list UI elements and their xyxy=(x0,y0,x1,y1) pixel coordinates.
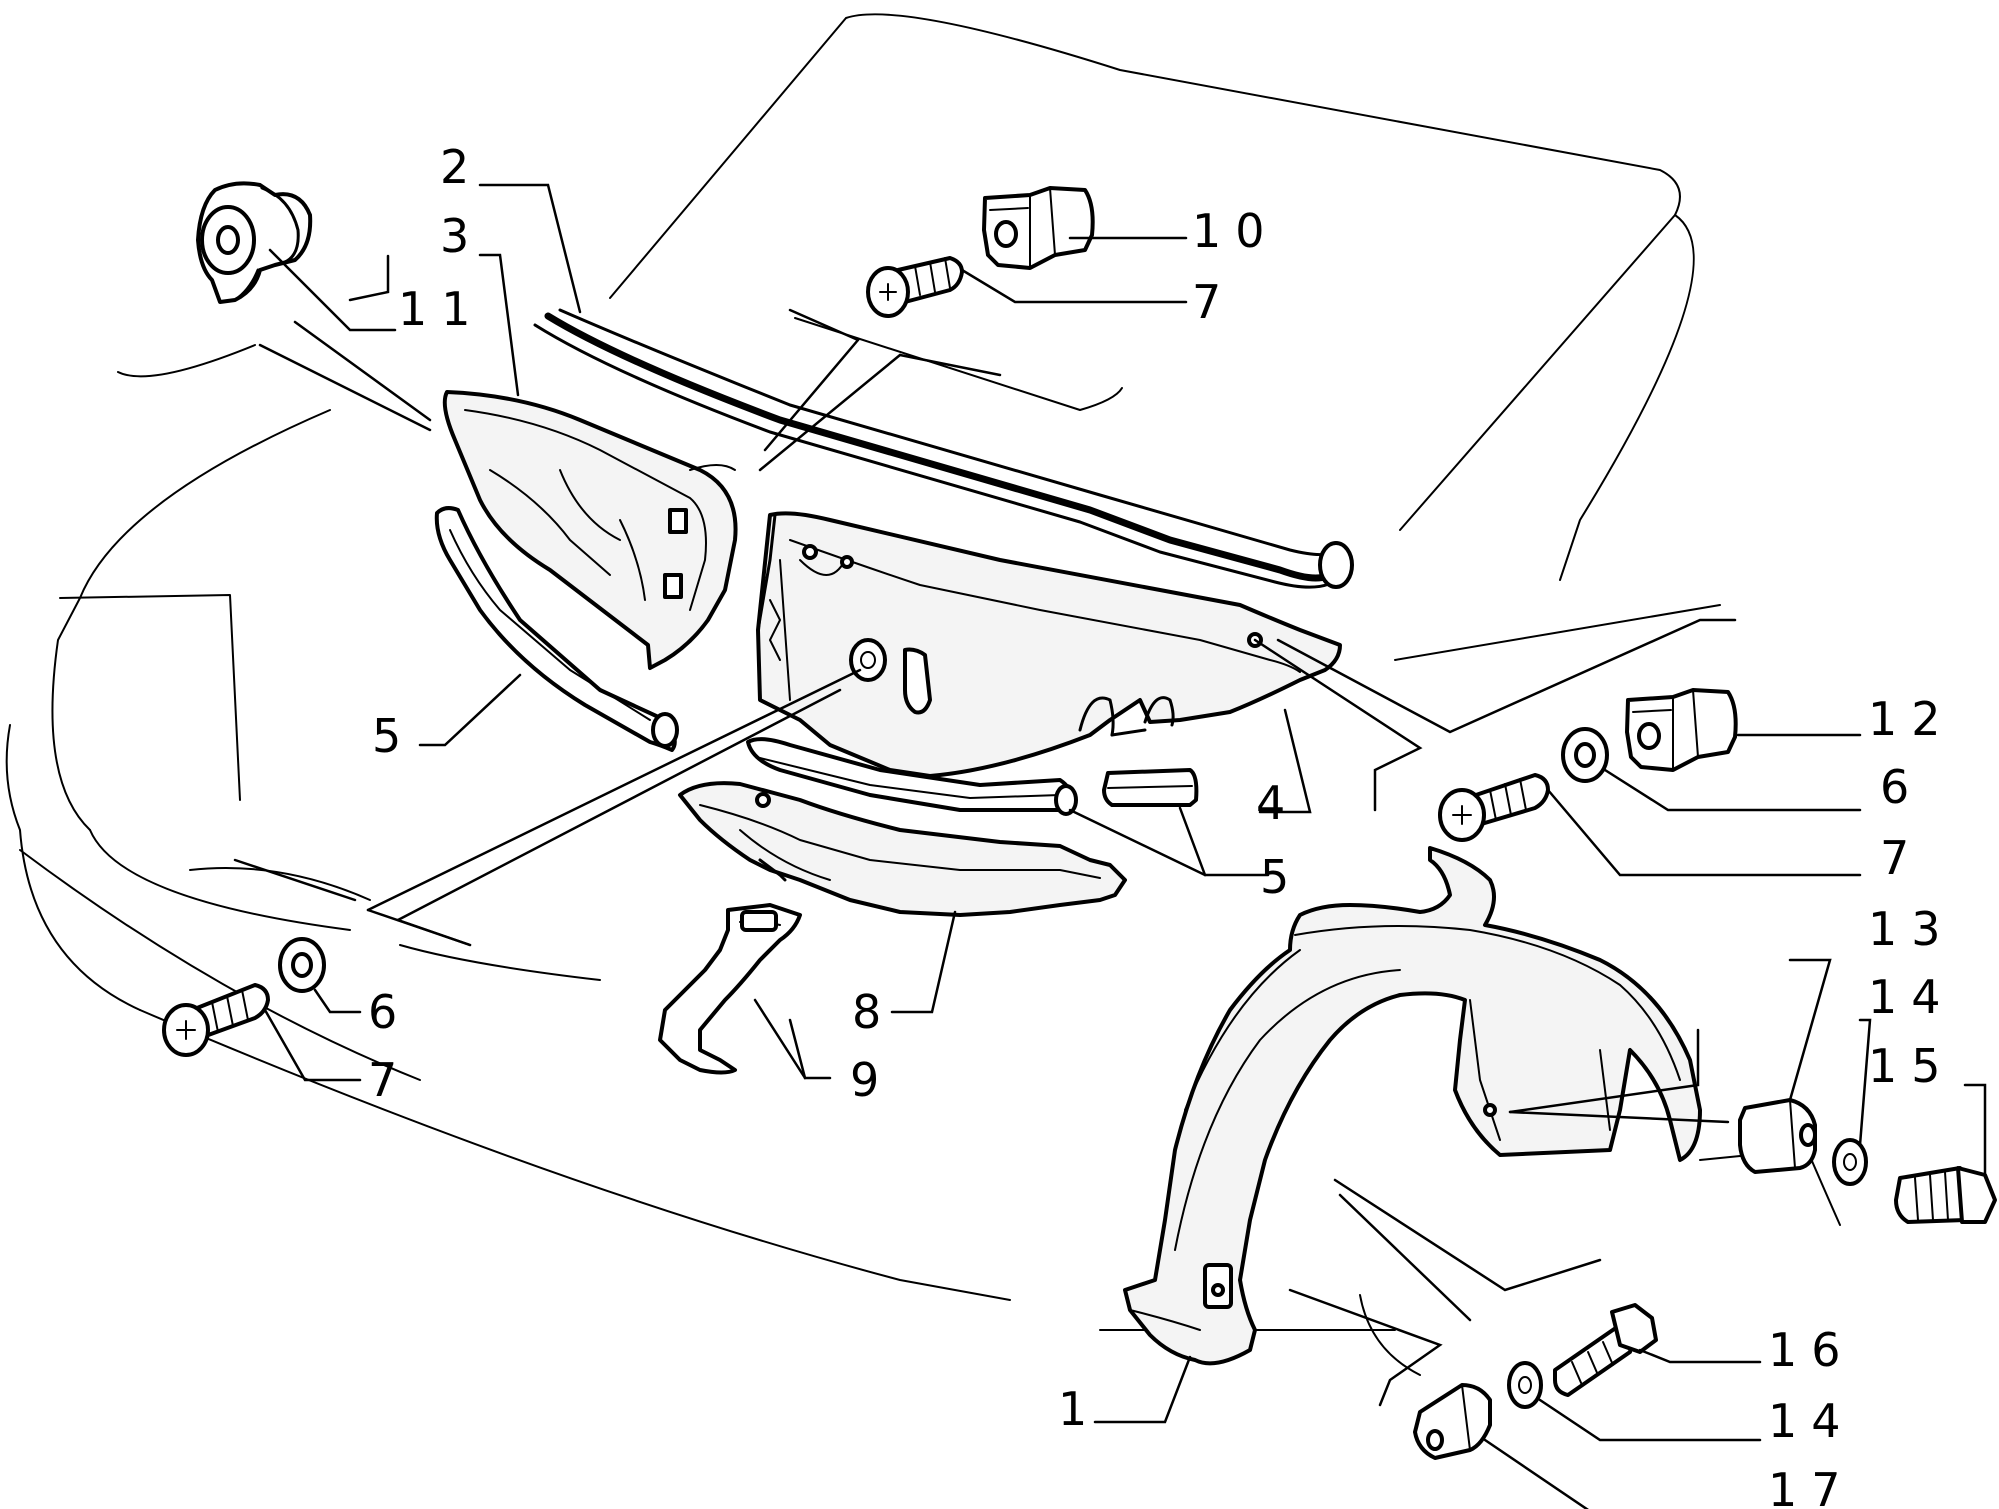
part-5-left-seal-strip xyxy=(434,506,679,752)
part-11-rubber-bump-stop xyxy=(196,181,313,304)
callout-2: 2 xyxy=(440,140,483,194)
part-2-hood-seal xyxy=(533,308,1354,589)
part-14-washer-upper xyxy=(1832,1138,1868,1186)
callout-14-upper: 14 xyxy=(1868,970,1955,1024)
part-8-lower-tray xyxy=(678,781,1127,917)
callout-7-right: 7 xyxy=(1880,831,1923,885)
callout-6-left: 6 xyxy=(368,985,411,1039)
callout-3: 3 xyxy=(440,209,483,263)
part-7-bolt-left xyxy=(162,983,270,1057)
callout-10: 10 xyxy=(1192,204,1279,258)
part-6-washer-right xyxy=(1561,727,1609,783)
part-7-bolt-top xyxy=(866,256,964,318)
part-10-clip-nut xyxy=(982,186,1095,270)
part-13-push-clip xyxy=(1738,1098,1817,1174)
callout-6-right: 6 xyxy=(1880,760,1923,814)
callout-7-top: 7 xyxy=(1192,275,1235,329)
callout-16: 16 xyxy=(1768,1323,1855,1377)
callout-14-lower: 14 xyxy=(1768,1394,1855,1448)
part-7-bolt-right xyxy=(1438,773,1550,842)
callout-11: 11 xyxy=(398,282,485,336)
part-5-small-seal-block xyxy=(1102,768,1199,807)
callout-8: 8 xyxy=(852,985,895,1039)
part-6-washer-left xyxy=(278,937,326,993)
part-17-push-clip xyxy=(1413,1383,1492,1460)
callout-9: 9 xyxy=(850,1053,893,1107)
part-9-bent-bracket xyxy=(658,903,802,1075)
part-5-center-seal-strip xyxy=(746,737,1078,816)
callout-15: 15 xyxy=(1868,1039,1955,1093)
callout-7-left: 7 xyxy=(368,1053,411,1107)
part-12-clip-nut xyxy=(1625,688,1738,772)
part-15-hex-bolt xyxy=(1894,1166,1997,1224)
part-3-left-inner-panel xyxy=(442,390,738,670)
callout-4: 4 xyxy=(1256,776,1299,830)
leader-lines xyxy=(233,183,1987,1509)
callout-13: 13 xyxy=(1868,902,1955,956)
callout-labels: 2 3 11 10 7 5 4 5 8 9 6 7 12 6 7 13 14 1… xyxy=(368,140,1955,1509)
callout-5-left: 5 xyxy=(372,709,415,763)
callout-12: 12 xyxy=(1868,692,1955,746)
callout-17: 17 xyxy=(1768,1463,1855,1509)
part-14-washer-lower xyxy=(1507,1361,1543,1409)
part-1-wheel-arch-liner xyxy=(1123,846,1702,1366)
part-16-hex-bolt xyxy=(1553,1303,1658,1397)
callout-1: 1 xyxy=(1058,1382,1101,1436)
part-4-center-bulkhead xyxy=(756,511,1342,778)
callout-5-center: 5 xyxy=(1260,850,1303,904)
